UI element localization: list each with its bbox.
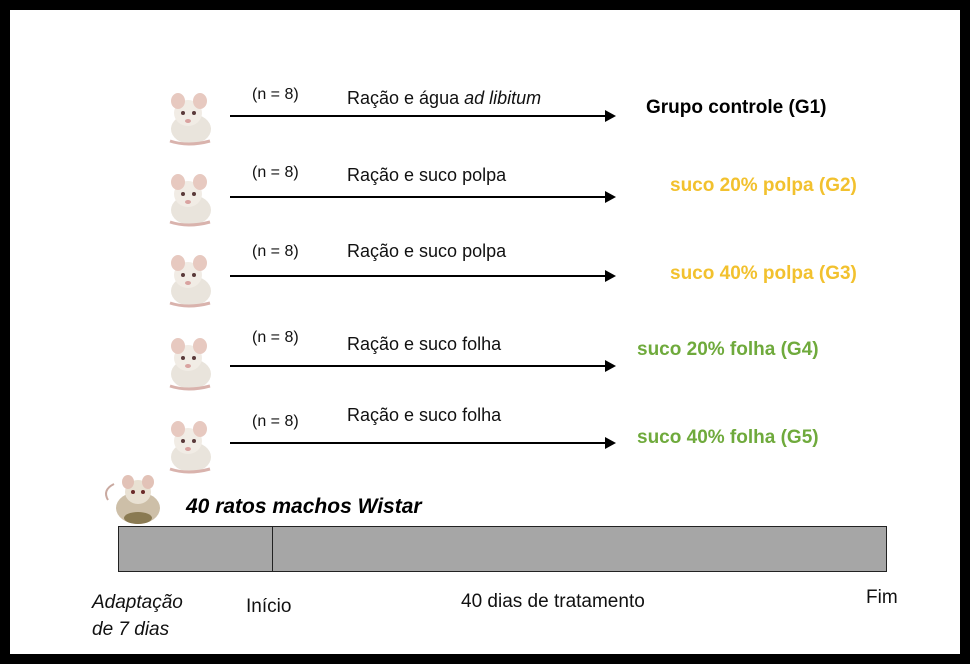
sample-size-label: (n = 8) [252, 164, 299, 181]
rat-icon [168, 419, 213, 474]
arrow-icon [230, 191, 616, 203]
diet-description: Ração e suco polpa [347, 165, 507, 185]
rat-icon [168, 91, 213, 146]
group-label: suco 20% polpa (G2) [670, 175, 857, 196]
sample-size-label: (n = 8) [252, 413, 299, 430]
timeline-bar [118, 526, 887, 572]
rat-icon [168, 253, 213, 308]
sample-size-label: (n = 8) [252, 329, 299, 346]
diet-description: Ração e suco polpa [347, 241, 507, 261]
group-label: Grupo controle (G1) [646, 97, 827, 118]
rat-icon [168, 336, 213, 391]
adaptation-label: Adaptação de 7 dias [92, 592, 183, 640]
arrow-icon [230, 270, 616, 282]
arrow-icon [230, 110, 616, 122]
group-label: suco 40% polpa (G3) [670, 263, 857, 284]
diet-description: Ração e suco folha [347, 334, 502, 354]
treatment-duration-label: 40 dias de tratamento [461, 591, 645, 612]
rat-group-icon [105, 475, 160, 524]
timeline-divider [272, 526, 273, 572]
rat-icon [168, 172, 213, 227]
end-label: Fim [866, 587, 898, 608]
arrow-icon [230, 437, 616, 449]
group-label: suco 20% folha (G4) [637, 339, 819, 360]
diet-description: Ração e suco folha [347, 405, 502, 425]
arrow-icon [230, 360, 616, 372]
start-label: Início [246, 596, 292, 617]
total-rats-label: 40 ratos machos Wistar [186, 495, 422, 518]
sample-size-label: (n = 8) [252, 86, 299, 103]
group-label: suco 40% folha (G5) [637, 427, 819, 448]
sample-size-label: (n = 8) [252, 243, 299, 260]
diet-description: Ração e água ad libitum [347, 88, 542, 108]
